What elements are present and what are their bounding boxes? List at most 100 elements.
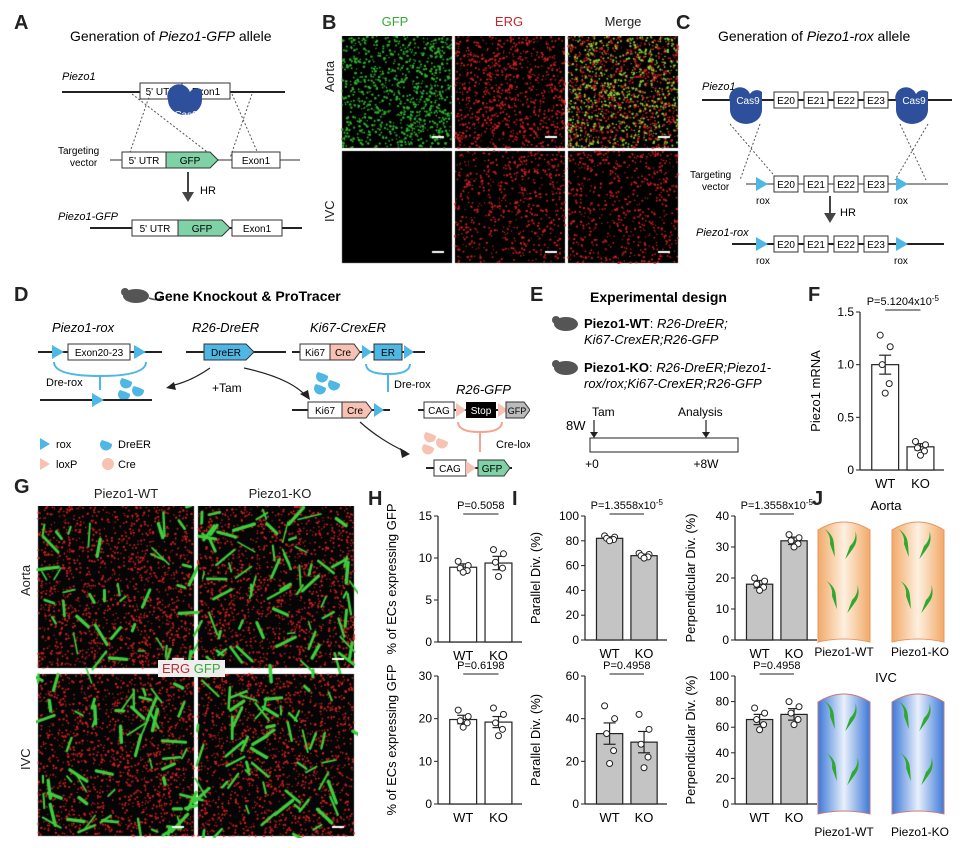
panel-d-title: Gene Knockout & ProTracer xyxy=(154,288,341,304)
chart-i3-bar xyxy=(630,741,658,805)
chart-f-data-point xyxy=(881,389,889,397)
analysis-label: Analysis xyxy=(678,405,723,419)
tam-label-e: Tam xyxy=(592,405,615,419)
svg-text:Dre-rox: Dre-rox xyxy=(394,379,431,391)
chart-i3-tick-label: 40 xyxy=(566,712,580,726)
chart-i3-data-point xyxy=(603,730,611,738)
chart-i1-bar xyxy=(595,537,624,641)
svg-text:+8W: +8W xyxy=(693,457,719,471)
chart-i4-tick-label: 80 xyxy=(716,695,730,709)
chart-i4-data-point xyxy=(787,709,795,717)
chart-f-data-point xyxy=(876,331,884,339)
chart-h1-pvalue: P=0.5058 xyxy=(457,500,504,512)
chart-f-bar xyxy=(906,446,935,471)
vector-label: vector xyxy=(70,158,98,169)
chart-h2-data-point xyxy=(494,732,502,740)
chart-i3-category-label: WT xyxy=(599,810,619,825)
chart-i3-tick-label: 20 xyxy=(566,754,580,768)
chart-i1-data-point xyxy=(601,532,609,540)
svg-text:GFP: GFP xyxy=(482,464,503,475)
chart-i4-data-point xyxy=(756,726,764,734)
chart-f-tick-label: 0 xyxy=(847,463,854,477)
cas9-icon: Cas9 xyxy=(167,84,202,121)
chart-i2-category-label: WT xyxy=(749,646,769,661)
chart-h1-data-point xyxy=(454,557,462,565)
svg-text:5' UTR: 5' UTR xyxy=(140,224,171,235)
label-r26-gfp: R26-GFP xyxy=(456,382,511,397)
chart-i1-y-label: Parallel Div. (%) xyxy=(528,532,543,624)
chart-i1-pvalue: P=1.3558x10-5 xyxy=(591,498,664,512)
chart-i3-data-point xyxy=(635,710,643,718)
chart-h1-tick-label: 5 xyxy=(425,593,432,607)
svg-text:CAG: CAG xyxy=(439,464,461,475)
svg-text:E22: E22 xyxy=(837,240,855,251)
panel-b: GFP ERG Merge Aorta IVC xyxy=(322,14,680,264)
svg-text:Cas9: Cas9 xyxy=(902,96,926,107)
chart-i4-data-point xyxy=(761,709,769,717)
chart-h1-data-point xyxy=(499,550,507,558)
svg-text:5' UTR: 5' UTR xyxy=(129,156,160,167)
chart-i2-data-point xyxy=(787,537,795,545)
svg-text:rox: rox xyxy=(894,196,908,207)
svg-text:CAG: CAG xyxy=(428,406,450,417)
svg-text:DreER: DreER xyxy=(118,439,151,451)
endothelial-cell-icon xyxy=(847,756,859,786)
chart-i1-data-point xyxy=(645,550,653,558)
chart-f-data-point xyxy=(911,438,919,446)
ivc-vessel-wt xyxy=(817,693,871,815)
chart-i4-category-label: WT xyxy=(749,810,769,825)
chart-i3-data-point xyxy=(640,764,648,772)
chart-i1-tick-label: 40 xyxy=(566,583,580,597)
aorta-vessel-ko xyxy=(891,521,945,643)
svg-text:Cre: Cre xyxy=(118,459,136,471)
panel-a-gene-label: Piezo1 xyxy=(62,71,96,83)
endothelial-cell-icon xyxy=(847,584,859,614)
chart-i4-data-point xyxy=(794,716,802,724)
chart-h2-data-point xyxy=(456,717,464,725)
chart-i3-data-point xyxy=(637,740,645,748)
chart-f-tick-label: 0.5 xyxy=(837,410,854,424)
svg-text:rox: rox xyxy=(894,256,908,267)
chart-i4-y-label: Perpendicular Div. (%) xyxy=(683,675,698,804)
cre-protein-icons xyxy=(422,432,449,455)
svg-text:E21: E21 xyxy=(807,240,825,251)
panel-j-diagram: Aorta Piezo1-WT Piezo1-KO IVC Piezo1-WT … xyxy=(814,498,949,839)
svg-text:vector: vector xyxy=(702,182,730,193)
rox-site-icon xyxy=(756,177,768,191)
chart-f-data-point xyxy=(885,380,893,388)
panel-c-gene-label: Piezo1 xyxy=(702,81,736,93)
chart-h1-data-point xyxy=(463,567,471,575)
chart-i1-data-point xyxy=(644,553,652,561)
chart-i2-y-label: Perpendicular Div. (%) xyxy=(683,513,698,642)
svg-text:GFP: GFP xyxy=(180,156,201,167)
panel-g-row-aorta: Aorta xyxy=(18,564,33,596)
ko-genotype: Piezo1-KO: R26-DreER;Piezo1- xyxy=(584,360,772,375)
chart-i4-tick-label: 40 xyxy=(716,746,730,760)
chart-i3-data-point xyxy=(610,747,618,755)
chart-h1-bar xyxy=(484,562,513,643)
panel-label-b: B xyxy=(322,12,337,34)
chart-f-pvalue: P=5.1204x10-5 xyxy=(867,294,940,308)
svg-text:E21: E21 xyxy=(807,96,825,107)
chart-i4-bar xyxy=(745,718,774,805)
chart-i4-tick-label: 0 xyxy=(722,797,729,811)
svg-text:E20: E20 xyxy=(777,180,795,191)
panel-j-ko-label: Piezo1-KO xyxy=(891,645,949,659)
chart-h1-tick-label: 15 xyxy=(419,509,433,523)
svg-text:Exon20-23: Exon20-23 xyxy=(75,348,124,359)
wt-genotype: Piezo1-WT: R26-DreER; xyxy=(584,316,728,331)
chart-i3-data-point xyxy=(611,715,619,723)
chart-i4-data-point xyxy=(795,703,803,711)
chart-i3-data-point xyxy=(645,725,653,733)
chart-f-data-point xyxy=(921,441,929,449)
cas9-right-icon: Cas9 xyxy=(895,87,928,124)
svg-text:E23: E23 xyxy=(867,180,885,191)
endothelial-cell-icon xyxy=(921,584,933,614)
panel-j-aorta-title: Aorta xyxy=(870,498,902,513)
chart-i4-data-point xyxy=(760,721,768,729)
chart-i2-data-point xyxy=(761,577,769,585)
panel-label-e: E xyxy=(530,284,544,306)
panel-j-ivc-title: IVC xyxy=(875,670,897,685)
chart-i4-data-point xyxy=(751,704,759,712)
chart-h2-data-point xyxy=(499,710,507,718)
